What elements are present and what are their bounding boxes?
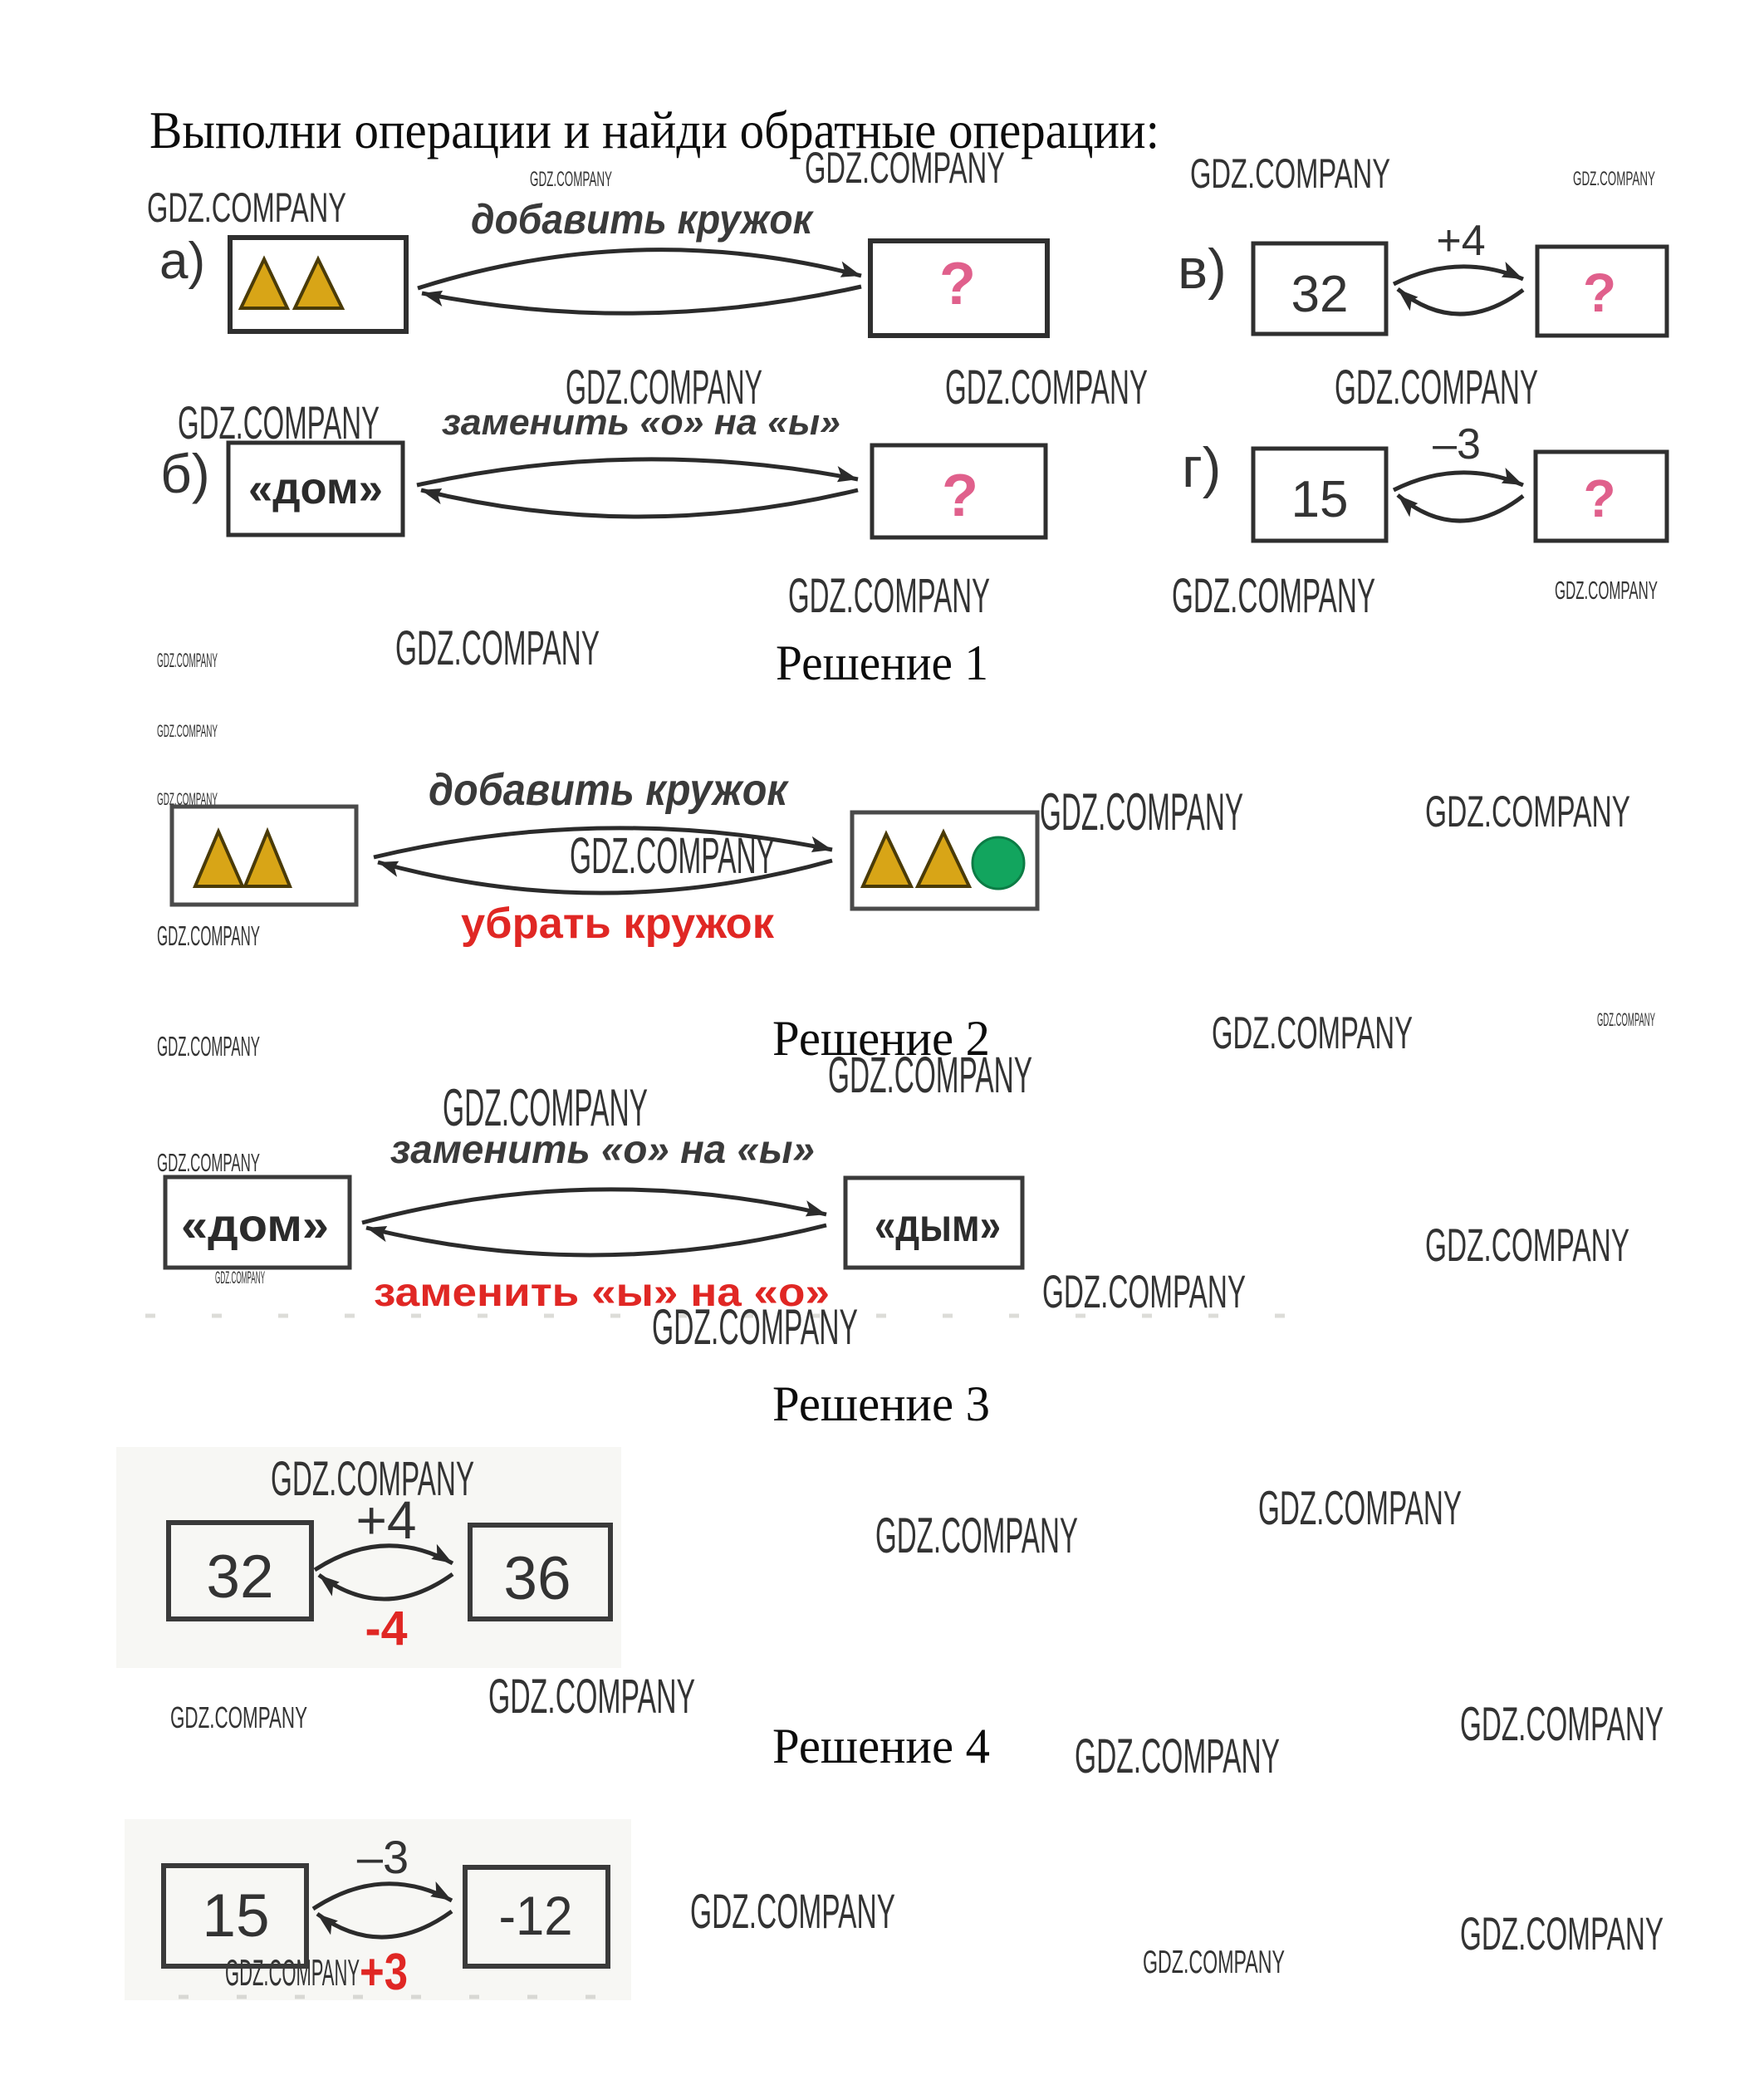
svg-text:б): б) [160, 443, 210, 504]
svg-text:GDZ.COMPANY: GDZ.COMPANY [945, 361, 1148, 415]
svg-text:?: ? [1583, 262, 1616, 323]
svg-text:GDZ.COMPANY: GDZ.COMPANY [157, 1148, 260, 1177]
svg-text:–3: –3 [357, 1831, 409, 1883]
svg-text:GDZ.COMPANY: GDZ.COMPANY [1460, 1698, 1664, 1751]
svg-text:в): в) [1178, 238, 1227, 301]
svg-text:GDZ.COMPANY: GDZ.COMPANY [157, 921, 260, 952]
svg-text:GDZ.COMPANY: GDZ.COMPANY [1425, 787, 1630, 836]
svg-text:Выполни операции и найди обрат: Выполни операции и найди обратные операц… [149, 101, 1159, 159]
svg-text:GDZ.COMPANY: GDZ.COMPANY [828, 1047, 1032, 1104]
svg-text:15: 15 [202, 1882, 269, 1950]
svg-text:?: ? [939, 251, 976, 317]
svg-text:GDZ.COMPANY: GDZ.COMPANY [1172, 569, 1375, 623]
svg-text:GDZ.COMPANY: GDZ.COMPANY [443, 1079, 648, 1137]
svg-text:GDZ.COMPANY: GDZ.COMPANY [1042, 1265, 1246, 1317]
svg-text:«дым»: «дым» [875, 1199, 1001, 1251]
svg-text:заменить «о» на «ы»: заменить «о» на «ы» [390, 1128, 815, 1172]
svg-text:GDZ.COMPANY: GDZ.COMPANY [215, 1268, 265, 1288]
svg-text:GDZ.COMPANY: GDZ.COMPANY [147, 184, 346, 231]
svg-text:+4: +4 [1436, 217, 1485, 265]
svg-text:+3: +3 [360, 1944, 408, 2001]
svg-text:GDZ.COMPANY: GDZ.COMPANY [225, 1953, 360, 1994]
svg-text:GDZ.COMPANY: GDZ.COMPANY [530, 168, 612, 191]
svg-text:–3: –3 [1433, 420, 1481, 468]
svg-text:32: 32 [1291, 266, 1349, 323]
svg-text:GDZ.COMPANY: GDZ.COMPANY [488, 1670, 695, 1724]
svg-text:убрать кружок: убрать кружок [461, 900, 775, 948]
svg-text:GDZ.COMPANY: GDZ.COMPANY [1040, 783, 1243, 841]
svg-text:Решение 1: Решение 1 [776, 635, 988, 690]
svg-text:а): а) [159, 233, 205, 290]
svg-text:Решение 3: Решение 3 [772, 1376, 990, 1431]
svg-text:заменить «о» на «ы»: заменить «о» на «ы» [442, 402, 840, 443]
svg-text:GDZ.COMPANY: GDZ.COMPANY [157, 650, 218, 672]
svg-text:GDZ.COMPANY: GDZ.COMPANY [566, 361, 762, 415]
svg-text:+4: +4 [356, 1490, 417, 1550]
svg-text:GDZ.COMPANY: GDZ.COMPANY [1258, 1482, 1462, 1535]
svg-text:GDZ.COMPANY: GDZ.COMPANY [157, 1032, 260, 1062]
svg-text:GDZ.COMPANY: GDZ.COMPANY [1597, 1009, 1655, 1030]
svg-text:36: 36 [503, 1545, 571, 1612]
svg-text:GDZ.COMPANY: GDZ.COMPANY [1143, 1945, 1285, 1980]
svg-text:GDZ.COMPANY: GDZ.COMPANY [1190, 150, 1390, 197]
svg-text:GDZ.COMPANY: GDZ.COMPANY [805, 144, 1005, 193]
svg-text:GDZ.COMPANY: GDZ.COMPANY [1212, 1008, 1413, 1058]
svg-text:«дом»: «дом» [181, 1199, 329, 1251]
svg-text:GDZ.COMPANY: GDZ.COMPANY [788, 569, 990, 623]
svg-text:добавить кружок: добавить кружок [429, 765, 789, 815]
svg-text:заменить «ы» на «о»: заменить «ы» на «о» [374, 1271, 830, 1315]
svg-text:GDZ.COMPANY: GDZ.COMPANY [652, 1299, 858, 1355]
svg-text:добавить кружок: добавить кружок [471, 196, 814, 243]
svg-text:GDZ.COMPANY: GDZ.COMPANY [875, 1508, 1078, 1563]
svg-text:-12: -12 [499, 1885, 573, 1946]
svg-text:15: 15 [1291, 471, 1349, 528]
svg-text:г): г) [1182, 436, 1221, 499]
svg-text:GDZ.COMPANY: GDZ.COMPANY [271, 1452, 474, 1506]
svg-text:GDZ.COMPANY: GDZ.COMPANY [690, 1885, 895, 1939]
svg-text:GDZ.COMPANY: GDZ.COMPANY [1075, 1729, 1280, 1783]
svg-text:GDZ.COMPANY: GDZ.COMPANY [1460, 1907, 1664, 1960]
svg-text:GDZ.COMPANY: GDZ.COMPANY [1335, 361, 1538, 415]
svg-text:-4: -4 [365, 1602, 408, 1656]
svg-text:32: 32 [206, 1543, 273, 1611]
svg-text:?: ? [942, 463, 978, 529]
svg-text:?: ? [1583, 468, 1615, 528]
svg-text:GDZ.COMPANY: GDZ.COMPANY [395, 621, 600, 675]
svg-text:Решение 2: Решение 2 [772, 1011, 990, 1066]
svg-text:GDZ.COMPANY: GDZ.COMPANY [1425, 1219, 1629, 1271]
svg-text:GDZ.COMPANY: GDZ.COMPANY [157, 722, 218, 741]
svg-text:GDZ.COMPANY: GDZ.COMPANY [178, 396, 380, 449]
svg-text:GDZ.COMPANY: GDZ.COMPANY [157, 790, 218, 809]
svg-text:GDZ.COMPANY: GDZ.COMPANY [170, 1700, 307, 1734]
svg-text:GDZ.COMPANY: GDZ.COMPANY [1573, 169, 1655, 190]
svg-text:Решение 4: Решение 4 [772, 1719, 990, 1773]
svg-text:«дом»: «дом» [248, 464, 383, 513]
svg-text:GDZ.COMPANY: GDZ.COMPANY [1555, 576, 1658, 605]
